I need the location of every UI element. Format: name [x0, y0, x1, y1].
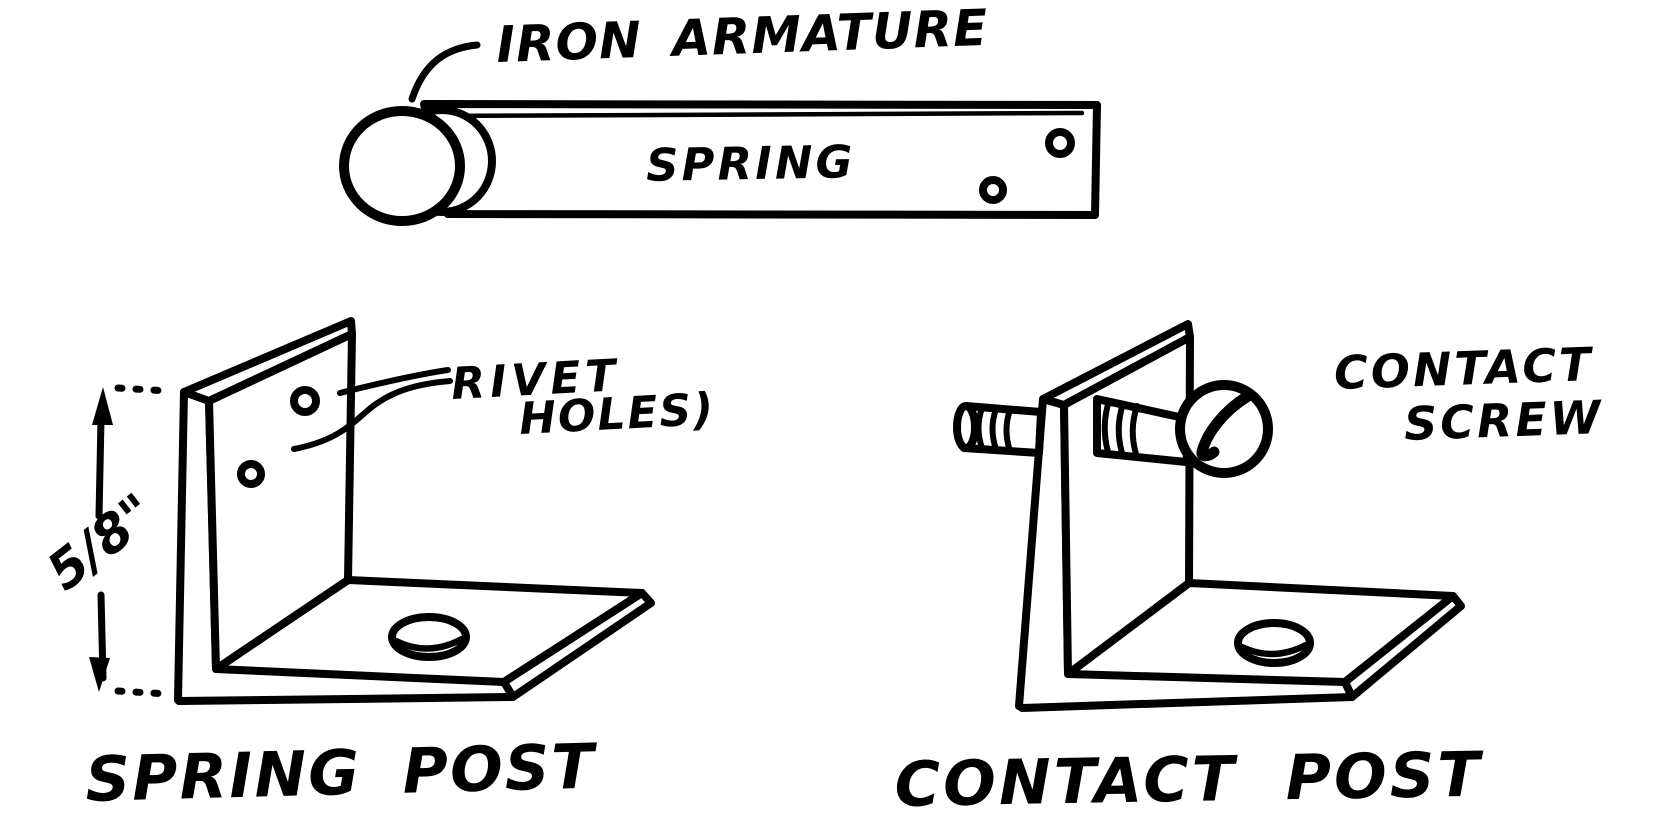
- spring-strip-hole-upper: [1045, 128, 1075, 158]
- contact-screw-shank-thread-1: [1101, 398, 1112, 455]
- spring-post-plate-left-outer-edge: [174, 388, 188, 704]
- spring-strip-hole-lower: [979, 176, 1007, 204]
- dimension-arrowhead-up: [92, 387, 113, 425]
- contact-screw-tip-thread-1: [975, 405, 985, 451]
- contact-screw-label-line1: CONTACT: [1333, 337, 1595, 400]
- dimension-extension-dashes-top: [114, 384, 172, 395]
- contact-screw-shank-thread-2: [1115, 401, 1126, 456]
- iron-armature-leader-line: [408, 41, 481, 103]
- contact-screw-head: [1175, 380, 1273, 478]
- contact-screw: [953, 380, 1273, 478]
- rivet-holes-leader-line-lower: [291, 378, 453, 452]
- height-dimension-annotation: 5/8": [36, 384, 172, 698]
- spring-strip-top-edge: [431, 110, 1085, 119]
- spring-post-base-hole-depth-arc: [392, 635, 466, 652]
- rivet-holes-label-line1: RIVET: [450, 350, 622, 410]
- contact-screw-head-slot: [1196, 390, 1254, 462]
- armature-spring-figure: IRON ARMATURE SPRING: [339, 0, 1101, 226]
- contact-screw-tip-end: [953, 402, 979, 452]
- spring-post-caption: SPRING POST: [84, 730, 599, 816]
- contact-screw-label-line2: SCREW: [1403, 390, 1604, 451]
- contact-screw-tip-thread-2: [989, 406, 999, 452]
- contact-post-caption: CONTACT POST: [894, 738, 1485, 821]
- spring-post-figure: RIVET HOLES) 5/8" SPRING POST: [36, 317, 717, 816]
- contact-post-base-bottom-edge: [1018, 693, 1356, 712]
- contact-post-base-hole-depth-arc: [1238, 641, 1310, 658]
- spring-post-plate-face: [205, 330, 356, 673]
- armature-cylinder-front: [339, 106, 465, 226]
- contact-screw-tip-thread-3: [1003, 407, 1013, 454]
- dimension-arrowhead-down: [89, 657, 110, 692]
- contact-post-figure: CONTACT SCREW CONTACT POST: [894, 320, 1604, 821]
- spring-post-base-bottom-edge: [175, 693, 517, 705]
- rivet-holes-leader-line-upper: [337, 367, 451, 396]
- rivet-holes-label-line2: HOLES): [518, 384, 717, 445]
- dimension-extension-dashes-bottom: [114, 687, 172, 698]
- dimension-line-upper: [95, 416, 105, 520]
- rivet-hole-upper: [290, 386, 320, 416]
- contact-screw-shank-thread-3: [1129, 403, 1140, 457]
- rivet-hole-lower: [237, 460, 265, 488]
- spring-label: SPRING: [646, 135, 856, 192]
- iron-armature-label: IRON ARMATURE: [495, 0, 989, 74]
